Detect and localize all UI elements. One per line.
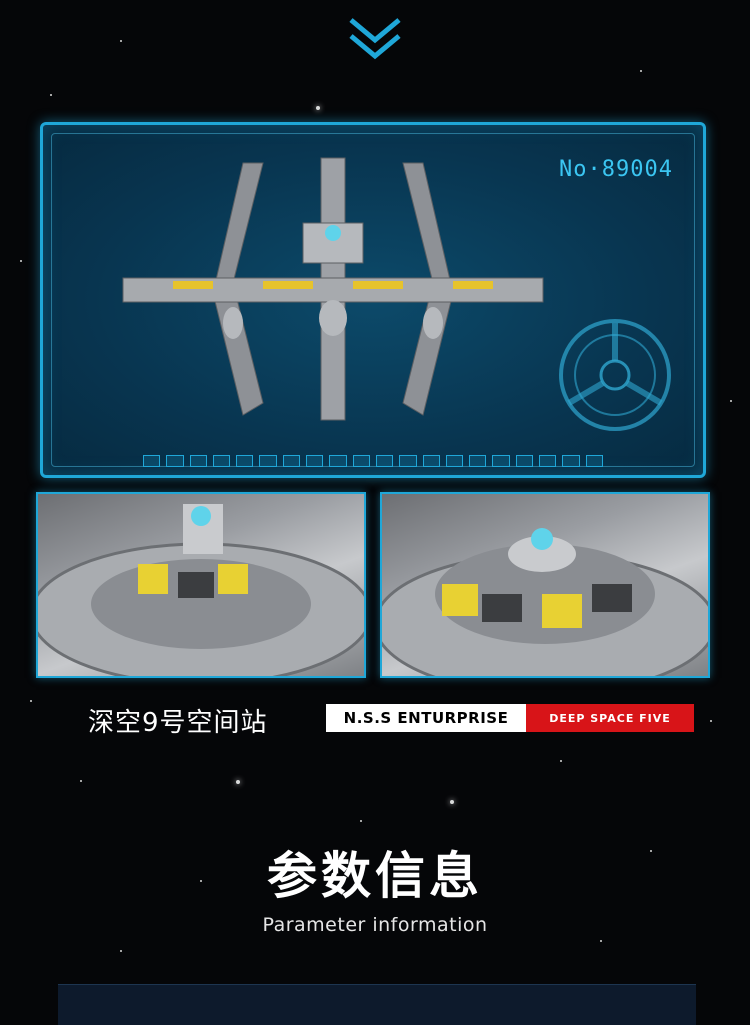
station-wheel-icon [559, 319, 671, 431]
badge-secondary: DEEP SPACE FIVE [526, 704, 694, 732]
parameter-panel [58, 984, 696, 1025]
badge-primary: N.S.S ENTURPRISE [326, 704, 526, 732]
space-station-image [122, 157, 544, 421]
section-subtitle: Parameter information [262, 914, 488, 936]
detail-photo-right [380, 492, 710, 678]
detail-photo-left [36, 492, 366, 678]
frame-inner-border [51, 133, 695, 467]
frame-bottom-bars [143, 455, 603, 467]
hero-frame: No·89004 [40, 122, 706, 478]
product-name-row: 深空9号空间站 N.S.S ENTURPRISE DEEP SPACE FIVE [88, 700, 708, 740]
section-title: 参数信息 [267, 847, 483, 905]
product-name-chinese: 深空9号空间站 [88, 708, 268, 738]
chevron-down-icon [349, 18, 401, 60]
model-number: No·89004 [559, 157, 673, 182]
